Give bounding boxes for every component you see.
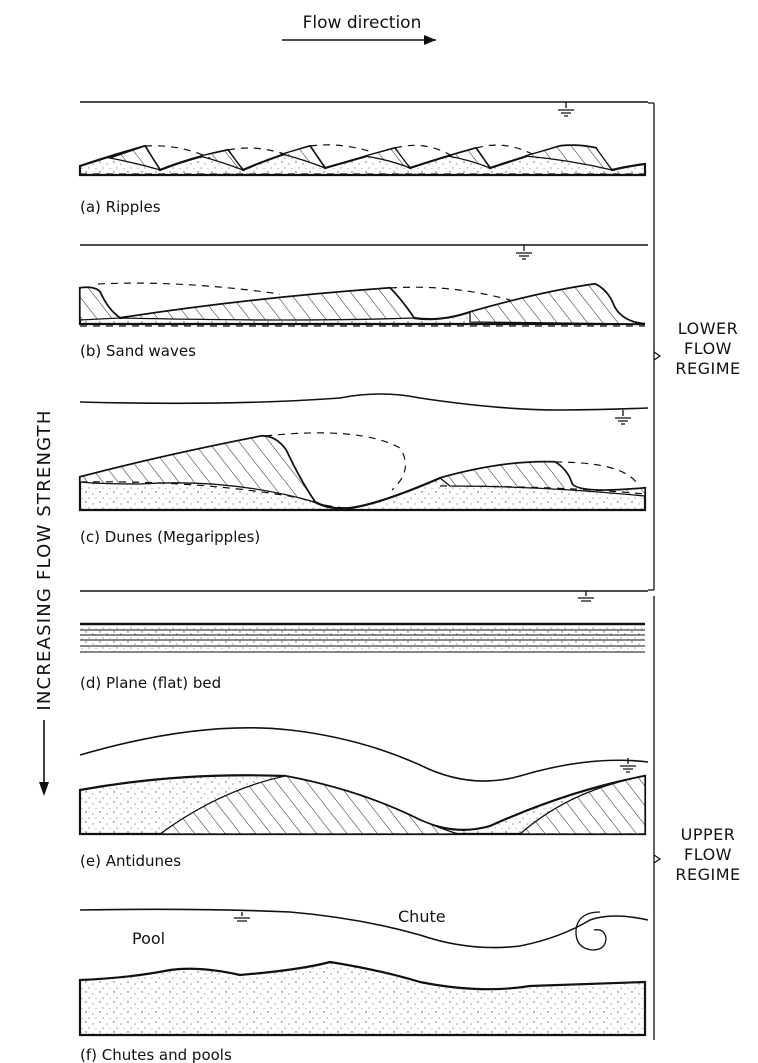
flow-direction-arrow xyxy=(282,35,436,45)
caption-plane-bed: (d) Plane (flat) bed xyxy=(80,674,221,692)
panel-dunes: (c) Dunes (Megaripples) xyxy=(78,393,649,546)
caption-ripples: (a) Ripples xyxy=(80,198,161,216)
water-level-symbol xyxy=(620,758,636,773)
lower-regime-line-2: FLOW xyxy=(684,339,732,358)
panel-antidunes: (e) Antidunes xyxy=(78,727,649,870)
panel-sand-waves: (b) Sand waves xyxy=(78,244,648,360)
water-level-symbol xyxy=(516,245,532,260)
water-level-symbol xyxy=(234,912,250,922)
panel-ripples: (a) Ripples xyxy=(78,101,648,216)
lower-regime-line-1: LOWER xyxy=(678,319,738,338)
upper-regime-line-2: FLOW xyxy=(684,845,732,864)
water-level-symbol xyxy=(615,410,631,425)
caption-antidunes: (e) Antidunes xyxy=(80,852,181,870)
caption-dunes: (c) Dunes (Megaripples) xyxy=(80,528,260,546)
caption-sand-waves: (b) Sand waves xyxy=(80,342,196,360)
label-pool: Pool xyxy=(132,929,165,948)
label-chute: Chute xyxy=(398,907,446,926)
caption-chutes-and-pools: (f) Chutes and pools xyxy=(80,1046,232,1063)
lower-regime-line-3: REGIME xyxy=(675,359,740,378)
flow-direction-label: Flow direction xyxy=(303,13,422,33)
flow-strength-arrow xyxy=(39,720,49,796)
water-level-symbol xyxy=(558,102,574,117)
regime-bracket xyxy=(648,102,662,1040)
water-level-symbol xyxy=(578,591,594,602)
increasing-flow-strength-label: INCREASING FLOW STRENGTH xyxy=(34,409,55,710)
panel-plane-bed: (d) Plane (flat) bed xyxy=(80,590,648,692)
panel-chutes-and-pools: Pool Chute (f) Chutes and pools xyxy=(78,907,649,1063)
upper-regime-line-1: UPPER xyxy=(681,825,736,844)
upper-regime-line-3: REGIME xyxy=(675,865,740,884)
